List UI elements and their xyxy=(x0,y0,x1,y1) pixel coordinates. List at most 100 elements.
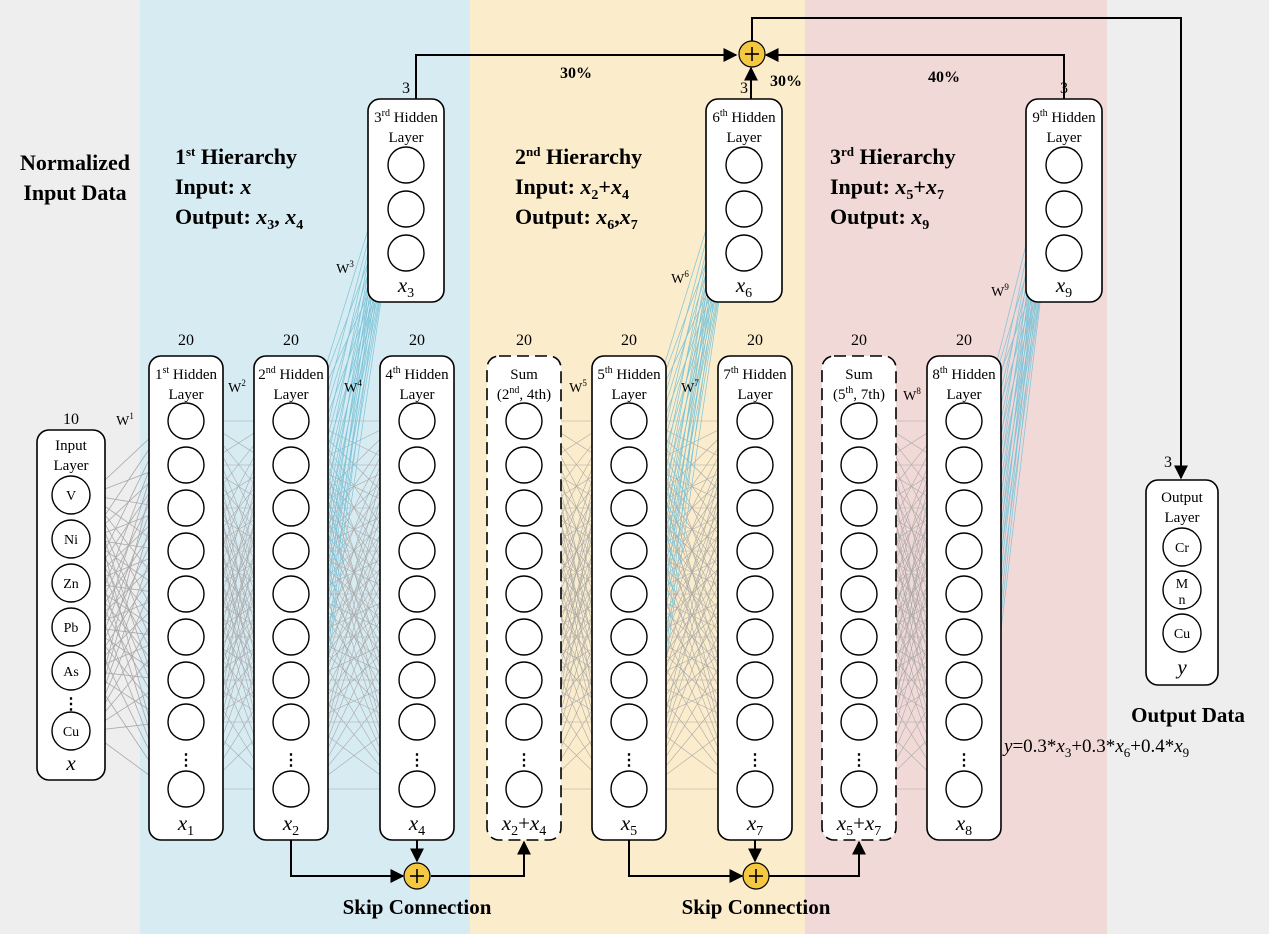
hierarchy-1-output: Output: x3, x4 xyxy=(175,204,303,233)
neuron xyxy=(272,532,310,570)
neuron xyxy=(945,703,983,741)
layer-name: Layer xyxy=(389,130,424,146)
neuron xyxy=(272,446,310,484)
neuron xyxy=(398,770,436,808)
neuron-label: Cu xyxy=(63,725,79,740)
neuron xyxy=(505,703,543,741)
skip-arrow xyxy=(431,840,531,877)
neuron xyxy=(945,446,983,484)
neuron xyxy=(610,703,648,741)
ellipsis: ⋮ xyxy=(63,696,79,713)
neuron xyxy=(840,618,878,656)
neuron xyxy=(840,575,878,613)
neuron xyxy=(610,618,648,656)
hierarchy-1-input: Input: x xyxy=(175,174,251,199)
neuron xyxy=(272,618,310,656)
layer-count: 3 xyxy=(1060,80,1068,97)
input-data-title: Normalized Input Data xyxy=(20,150,130,205)
neuron-label: Pb xyxy=(64,621,79,636)
neuron xyxy=(1162,570,1202,610)
layer-variable: x4 xyxy=(408,811,425,839)
neuron xyxy=(505,661,543,699)
arrows xyxy=(290,17,1188,890)
neuron xyxy=(505,532,543,570)
ellipsis: ⋮ xyxy=(178,752,194,769)
neuron xyxy=(1045,146,1083,184)
hierarchy-2-output: Output: x6,x7 xyxy=(515,204,638,233)
layer-name: Layer xyxy=(400,387,435,403)
skip-connection-labels: Skip Connection Skip Connection xyxy=(343,895,831,919)
neuron xyxy=(736,446,774,484)
neuron xyxy=(272,770,310,808)
hierarchy-1-title: 1st Hierarchy xyxy=(175,144,297,169)
ellipsis: ⋮ xyxy=(851,752,867,769)
neuron xyxy=(167,489,205,527)
layer-count: 20 xyxy=(409,332,425,349)
layer-name: Sum xyxy=(510,367,538,383)
layer-name: 4th Hidden xyxy=(385,365,449,383)
layer-variable: x3 xyxy=(397,273,414,301)
layer-count: 3 xyxy=(402,80,410,97)
neuron xyxy=(736,575,774,613)
neuron xyxy=(398,575,436,613)
layer-name: Layer xyxy=(738,387,773,403)
neuron xyxy=(398,532,436,570)
weight-label: W7 xyxy=(681,378,699,396)
ellipsis: ⋮ xyxy=(409,752,425,769)
neuron xyxy=(167,661,205,699)
weight-label: W1 xyxy=(116,411,134,429)
output-layer-name: Layer xyxy=(1165,510,1200,526)
output-arrow xyxy=(751,17,1188,480)
layer-variable: x7 xyxy=(746,811,763,839)
layer-name: 3rd Hidden xyxy=(374,108,438,126)
neuron xyxy=(725,234,763,272)
ellipsis: ⋮ xyxy=(747,752,763,769)
skip-arrow xyxy=(628,840,744,883)
neuron xyxy=(945,618,983,656)
ellipsis: ⋮ xyxy=(516,752,532,769)
output-layer-name: Output xyxy=(1161,490,1204,506)
neuron xyxy=(840,402,878,440)
neuron xyxy=(167,575,205,613)
layer-variable: x8 xyxy=(955,811,972,839)
layer-count: 20 xyxy=(621,332,637,349)
neuron xyxy=(1162,527,1202,567)
neuron xyxy=(398,618,436,656)
neuron xyxy=(945,402,983,440)
neuron xyxy=(505,575,543,613)
layer-variable: x2+x4 xyxy=(501,811,547,839)
layer-count: 20 xyxy=(178,332,194,349)
neuron xyxy=(610,770,648,808)
layer-name: 9th Hidden xyxy=(1032,108,1096,126)
neuron xyxy=(736,661,774,699)
neuron xyxy=(945,661,983,699)
neuron xyxy=(167,532,205,570)
neuron xyxy=(272,402,310,440)
input-title-line-2: Input Data xyxy=(23,180,126,205)
neuron xyxy=(1162,613,1202,653)
neuron xyxy=(945,489,983,527)
layer-name: (5th, 7th) xyxy=(833,385,885,403)
hierarchy-3-heading: 3rd Hierarchy Input: x5+x7 Output: x9 xyxy=(830,144,956,233)
layer-count: 20 xyxy=(516,332,532,349)
neuron xyxy=(51,711,91,751)
neuron xyxy=(272,575,310,613)
layer-name: Sum xyxy=(845,367,873,383)
hierarchy-2-heading: 2nd Hierarchy Input: x2+x4 Output: x6,x7 xyxy=(515,144,642,233)
neuron xyxy=(272,703,310,741)
neuron-label: Cr xyxy=(1175,541,1189,556)
neuron xyxy=(840,703,878,741)
layer-name: Layer xyxy=(169,387,204,403)
neuron xyxy=(167,703,205,741)
neuron xyxy=(736,532,774,570)
neuron xyxy=(736,618,774,656)
skip-connection-label-2: Skip Connection xyxy=(682,895,831,919)
neuron xyxy=(387,190,425,228)
layer-variable: x5+x7 xyxy=(836,811,882,839)
layer-variable: x9 xyxy=(1055,273,1072,301)
neuron-label: M xyxy=(1176,577,1189,592)
neuron xyxy=(736,770,774,808)
